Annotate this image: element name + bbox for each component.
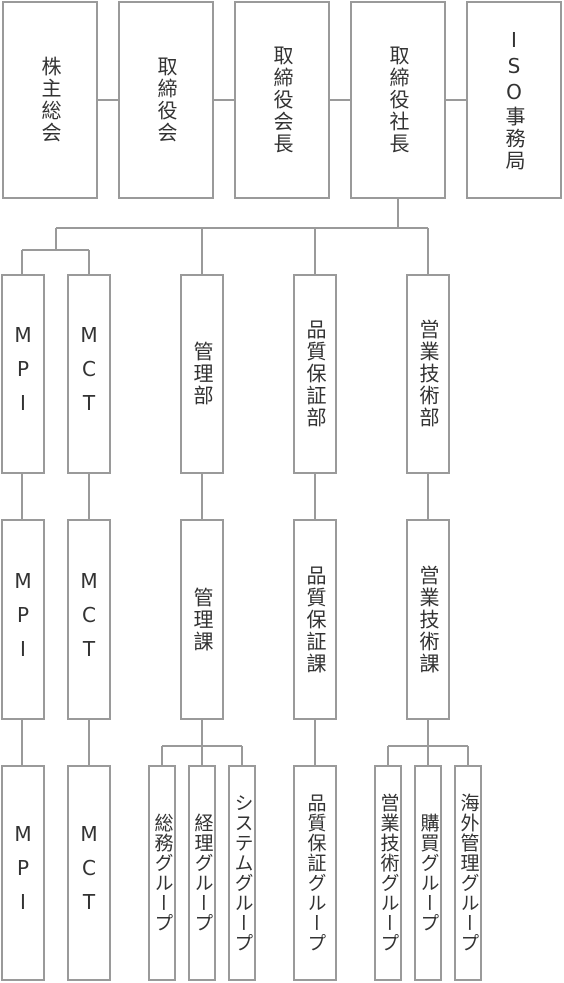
chairman-box: 取締役会長 — [234, 1, 330, 199]
admin-dept-box: 管理部 — [180, 274, 224, 474]
mct-dept-label: MCT — [77, 323, 101, 425]
general-affairs-group-label: 総務グループ — [151, 813, 174, 933]
sales-tech-section-label: 営業技術課 — [416, 564, 440, 675]
purchasing-group-box: 購買グループ — [414, 765, 442, 981]
sales-tech-dept-label: 営業技術部 — [416, 319, 440, 429]
board-label: 取締役会 — [154, 56, 178, 144]
mct-section-box: MCT — [67, 519, 111, 720]
system-group-label: システムグループ — [231, 793, 254, 953]
president-label: 取締役社長 — [386, 45, 410, 155]
qa-section-label: 品質保証課 — [303, 564, 327, 675]
chairman-label: 取締役会長 — [270, 45, 294, 155]
sales-tech-group-box: 営業技術グループ — [374, 765, 402, 981]
mpi-dept-label: MPI — [11, 323, 35, 425]
mct-group-box: MCT — [67, 765, 111, 981]
shareholders-label: 株主総会 — [38, 56, 62, 144]
overseas-group-box: 海外管理グループ — [454, 765, 482, 981]
qa-dept-box: 品質保証部 — [293, 274, 337, 474]
qa-dept-label: 品質保証部 — [303, 319, 327, 429]
purchasing-group-label: 購買グループ — [417, 813, 440, 933]
mpi-group-label: MPI — [11, 822, 35, 924]
accounting-group-label: 経理グループ — [191, 813, 214, 933]
sales-tech-section-box: 営業技術課 — [406, 519, 450, 720]
board-box: 取締役会 — [118, 1, 214, 199]
admin-dept-label: 管理部 — [190, 341, 214, 407]
qa-group-box: 品質保証グループ — [293, 765, 337, 981]
president-box: 取締役社長 — [350, 1, 446, 199]
shareholders-box: 株主総会 — [2, 1, 98, 199]
sales-tech-dept-box: 営業技術部 — [406, 274, 450, 474]
overseas-group-label: 海外管理グループ — [457, 793, 480, 953]
iso-office-box: ISO事務局 — [466, 1, 562, 199]
qa-group-label: 品質保証グループ — [304, 793, 327, 953]
qa-section-box: 品質保証課 — [293, 519, 337, 720]
mpi-dept-box: MPI — [1, 274, 45, 474]
sales-tech-group-label: 営業技術グループ — [377, 793, 400, 953]
mpi-section-box: MPI — [1, 519, 45, 720]
mct-dept-box: MCT — [67, 274, 111, 474]
iso-office-label: ISO事務局 — [502, 28, 526, 172]
general-affairs-group-box: 総務グループ — [148, 765, 176, 981]
accounting-group-box: 経理グループ — [188, 765, 216, 981]
mpi-section-label: MPI — [11, 568, 35, 671]
mpi-group-box: MPI — [1, 765, 45, 981]
admin-section-label: 管理課 — [190, 586, 214, 653]
mct-group-label: MCT — [77, 822, 101, 924]
mct-section-label: MCT — [77, 568, 101, 671]
admin-section-box: 管理課 — [180, 519, 224, 720]
system-group-box: システムグループ — [228, 765, 256, 981]
